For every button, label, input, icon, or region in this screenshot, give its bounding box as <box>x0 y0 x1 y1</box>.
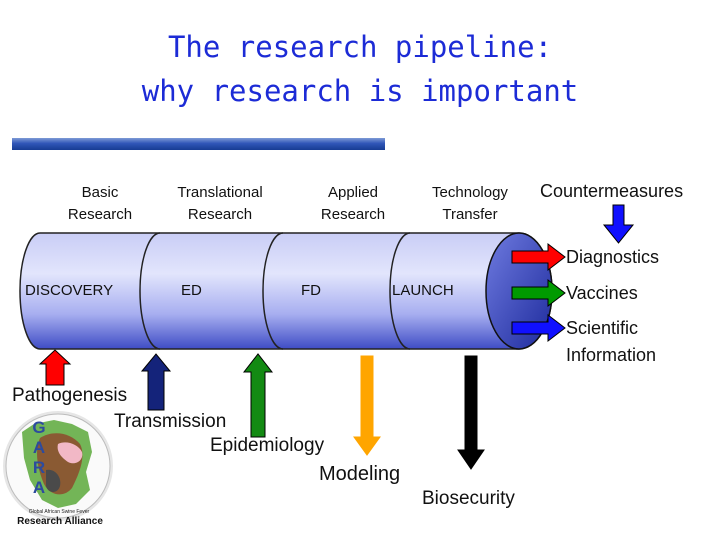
stage-basic-research: Basic Research <box>67 184 133 223</box>
pipe-segment-divider <box>139 232 161 350</box>
input-modeling: Modeling <box>319 463 401 485</box>
phase-discovery: DISCOVERY <box>25 282 114 299</box>
page-title-line-1: The research pipeline: <box>167 30 553 64</box>
countermeasures-arrow-icon <box>602 204 635 244</box>
gara-logo-letters: G A R A <box>32 418 46 497</box>
output-vaccines: Vaccines <box>566 283 638 303</box>
gara-logo-tagline: Global African Swine Fever <box>28 509 90 515</box>
output-diagnostics: Diagnostics <box>566 247 660 267</box>
input-biosecurity: Biosecurity <box>422 488 515 509</box>
page-title-line-2: why research is important <box>141 74 579 108</box>
biosecurity-arrow-icon <box>457 355 485 470</box>
gara-logo-name: Research Alliance <box>17 516 103 527</box>
phase-fd: FD <box>301 282 321 299</box>
stage-technology-transfer: Technology Transfer <box>432 184 508 223</box>
input-transmission: Transmission <box>114 411 227 432</box>
pathogenesis-arrow-icon <box>38 349 72 386</box>
vaccines-arrow-icon <box>511 278 566 308</box>
input-pathogenesis: Pathogenesis <box>12 385 128 406</box>
phase-ed: ED <box>181 282 202 299</box>
stage-translational-research: Translational Research <box>177 184 263 223</box>
output-scientific-information: Scientific Information <box>566 318 657 365</box>
pipe-segment-divider <box>262 232 284 350</box>
pipe-segment-divider <box>389 232 411 350</box>
gara-logo-icon <box>3 411 113 521</box>
decorative-bar <box>12 138 385 150</box>
epidemiology-arrow-icon <box>242 353 274 438</box>
diagnostics-arrow-icon <box>511 242 566 272</box>
countermeasures-label: Countermeasures <box>540 181 684 201</box>
stage-applied-research: Applied Research <box>320 184 386 223</box>
modeling-arrow-icon <box>353 355 381 456</box>
transmission-arrow-icon <box>140 353 172 411</box>
scientific-information-arrow-icon <box>511 313 566 343</box>
phase-launch: LAUNCH <box>392 282 454 299</box>
input-epidemiology: Epidemiology <box>210 435 325 456</box>
